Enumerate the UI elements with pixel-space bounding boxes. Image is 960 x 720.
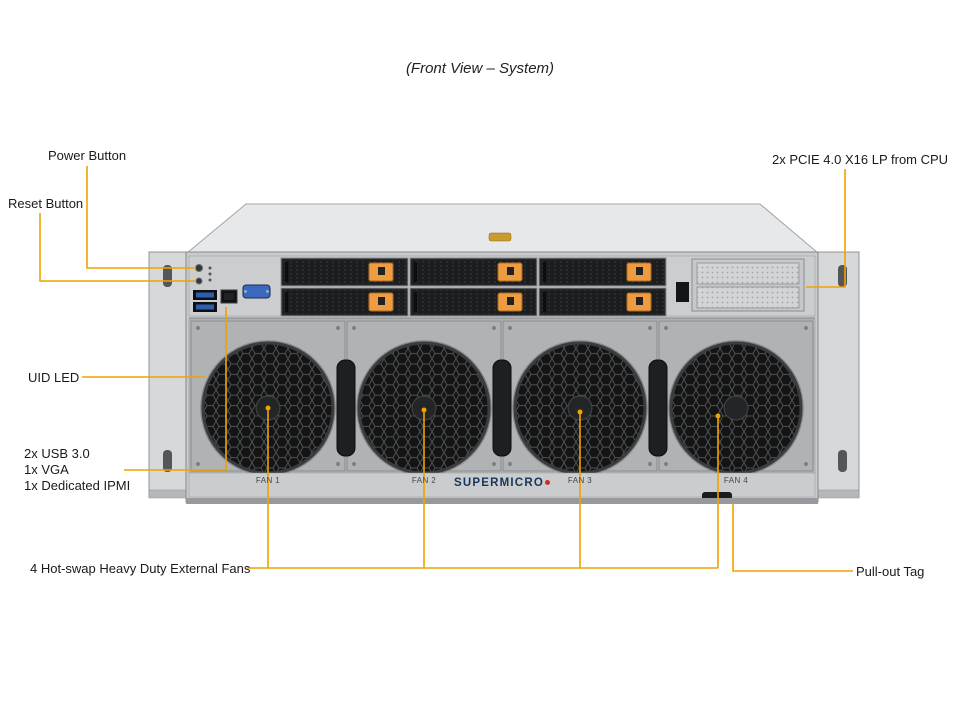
vga-port <box>242 284 271 299</box>
callout-fans-label: 4 Hot-swap Heavy Duty External Fans <box>30 561 251 576</box>
supermicro-top-badge <box>488 232 512 242</box>
drive-bay <box>538 257 667 287</box>
fan-section <box>188 318 816 476</box>
fan-1-label: FAN 1 <box>255 476 281 485</box>
usb-ports <box>193 290 217 312</box>
callout-line-pull-out-tag <box>732 503 853 572</box>
drive-bay <box>280 257 409 287</box>
chassis-top <box>185 203 820 254</box>
fan-4-label: FAN 4 <box>723 476 749 485</box>
callout-line-reset-button <box>39 213 196 282</box>
callout-io-ports-label: 2x USB 3.0 1x VGA 1x Dedicated IPMI <box>24 446 130 494</box>
reset-button-icon <box>195 277 203 285</box>
io-ports-line-vga: 1x VGA <box>24 462 69 477</box>
callout-pcie-label: 2x PCIE 4.0 X16 LP from CPU <box>772 152 949 167</box>
callout-reset-button-label: Reset Button <box>8 196 84 211</box>
fan-2-label: FAN 2 <box>411 476 437 485</box>
callout-line-power-button <box>86 166 196 269</box>
drive-bays <box>280 257 667 317</box>
drive-bay <box>280 287 409 317</box>
fan-handle <box>492 359 512 457</box>
drive-bay <box>538 287 667 317</box>
fan-3 <box>502 320 658 476</box>
callout-lines <box>39 166 853 572</box>
fan-3-label: FAN 3 <box>567 476 593 485</box>
rack-ear-left <box>148 251 188 499</box>
drive-bay <box>409 257 538 287</box>
callout-line-pcie <box>806 169 846 288</box>
supermicro-logo-text: SUPERMICRO <box>454 477 544 489</box>
supermicro-logo-dot <box>544 480 550 486</box>
callout-dots <box>265 405 721 419</box>
ipmi-port <box>220 289 238 304</box>
fan-4 <box>658 320 814 476</box>
fan-handle <box>648 359 668 457</box>
callout-uid-led-label: UID LED <box>28 370 80 385</box>
chassis-bottom <box>186 472 818 504</box>
fan-handle <box>336 359 356 457</box>
supermicro-logo: SUPERMICRO <box>437 477 567 489</box>
pcie-slots <box>676 258 805 312</box>
uid-led-icon <box>208 272 212 276</box>
io-ports-line-usb: 2x USB 3.0 <box>24 446 90 461</box>
rack-ear-right <box>816 251 860 499</box>
control-panel <box>195 264 212 285</box>
callout-line-io-ports <box>124 307 227 471</box>
io-ports-line-ipmi: 1x Dedicated IPMI <box>24 478 131 493</box>
callout-pull-out-tag-label: Pull-out Tag <box>856 564 925 579</box>
drive-bay <box>409 287 538 317</box>
callout-power-button-label: Power Button <box>48 148 127 163</box>
diagram-title: (Front View – System) <box>405 60 555 77</box>
power-button-icon <box>195 264 203 272</box>
